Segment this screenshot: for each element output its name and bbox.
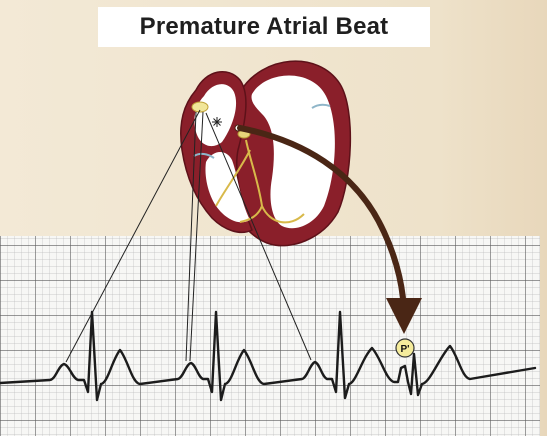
sinus-node-icon bbox=[191, 101, 209, 113]
ectopic-focus-starburst-icon bbox=[212, 117, 222, 127]
valve-upper bbox=[311, 103, 331, 109]
ecg-trace bbox=[0, 310, 537, 402]
ecg-paper bbox=[0, 236, 540, 436]
conduction-pathway bbox=[215, 139, 305, 224]
right-atrium-chamber bbox=[194, 84, 237, 147]
leader-lines bbox=[65, 109, 312, 363]
valve-lower bbox=[193, 152, 215, 159]
left-ventricle-chamber bbox=[251, 75, 335, 229]
title-banner: Premature Atrial Beat bbox=[98, 7, 430, 47]
premature-p-wave-label: P' bbox=[400, 344, 409, 355]
premature-beat-arrow bbox=[237, 125, 422, 334]
heart-illustration bbox=[180, 60, 352, 247]
page-title: Premature Atrial Beat bbox=[139, 13, 389, 40]
premature-p-wave-marker-icon: P' bbox=[395, 338, 415, 358]
